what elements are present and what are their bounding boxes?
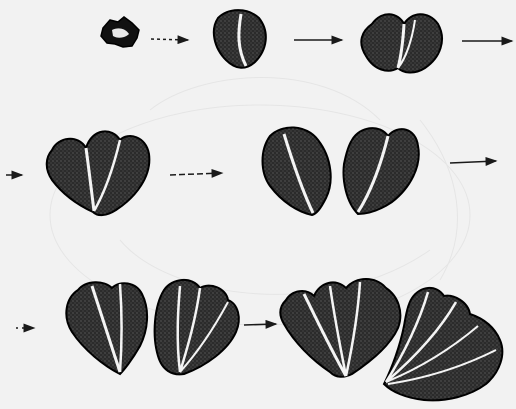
- stage-three-lobed-leaf: [47, 131, 150, 215]
- stage-large-leaf-four-lobes-left: [280, 279, 400, 377]
- stage-leaf-pair-three-lobes-left: [66, 282, 147, 374]
- stage-single-lobe-leaf: [214, 10, 266, 68]
- stage-leaf-pair-two-lobes-right: [344, 128, 419, 214]
- stage-leaf-pair-four-lobes-right: [155, 280, 239, 374]
- stage-leaf-pair-two-lobes-left: [263, 127, 331, 215]
- stage-initial-fragment: [101, 17, 139, 47]
- arrow: [170, 173, 222, 175]
- arrow: [151, 39, 188, 40]
- arrow: [244, 324, 276, 325]
- stage-bilobed-leaf: [361, 14, 442, 72]
- stage-large-leaf-four-lobes-right: [384, 288, 502, 400]
- arrow: [450, 161, 496, 163]
